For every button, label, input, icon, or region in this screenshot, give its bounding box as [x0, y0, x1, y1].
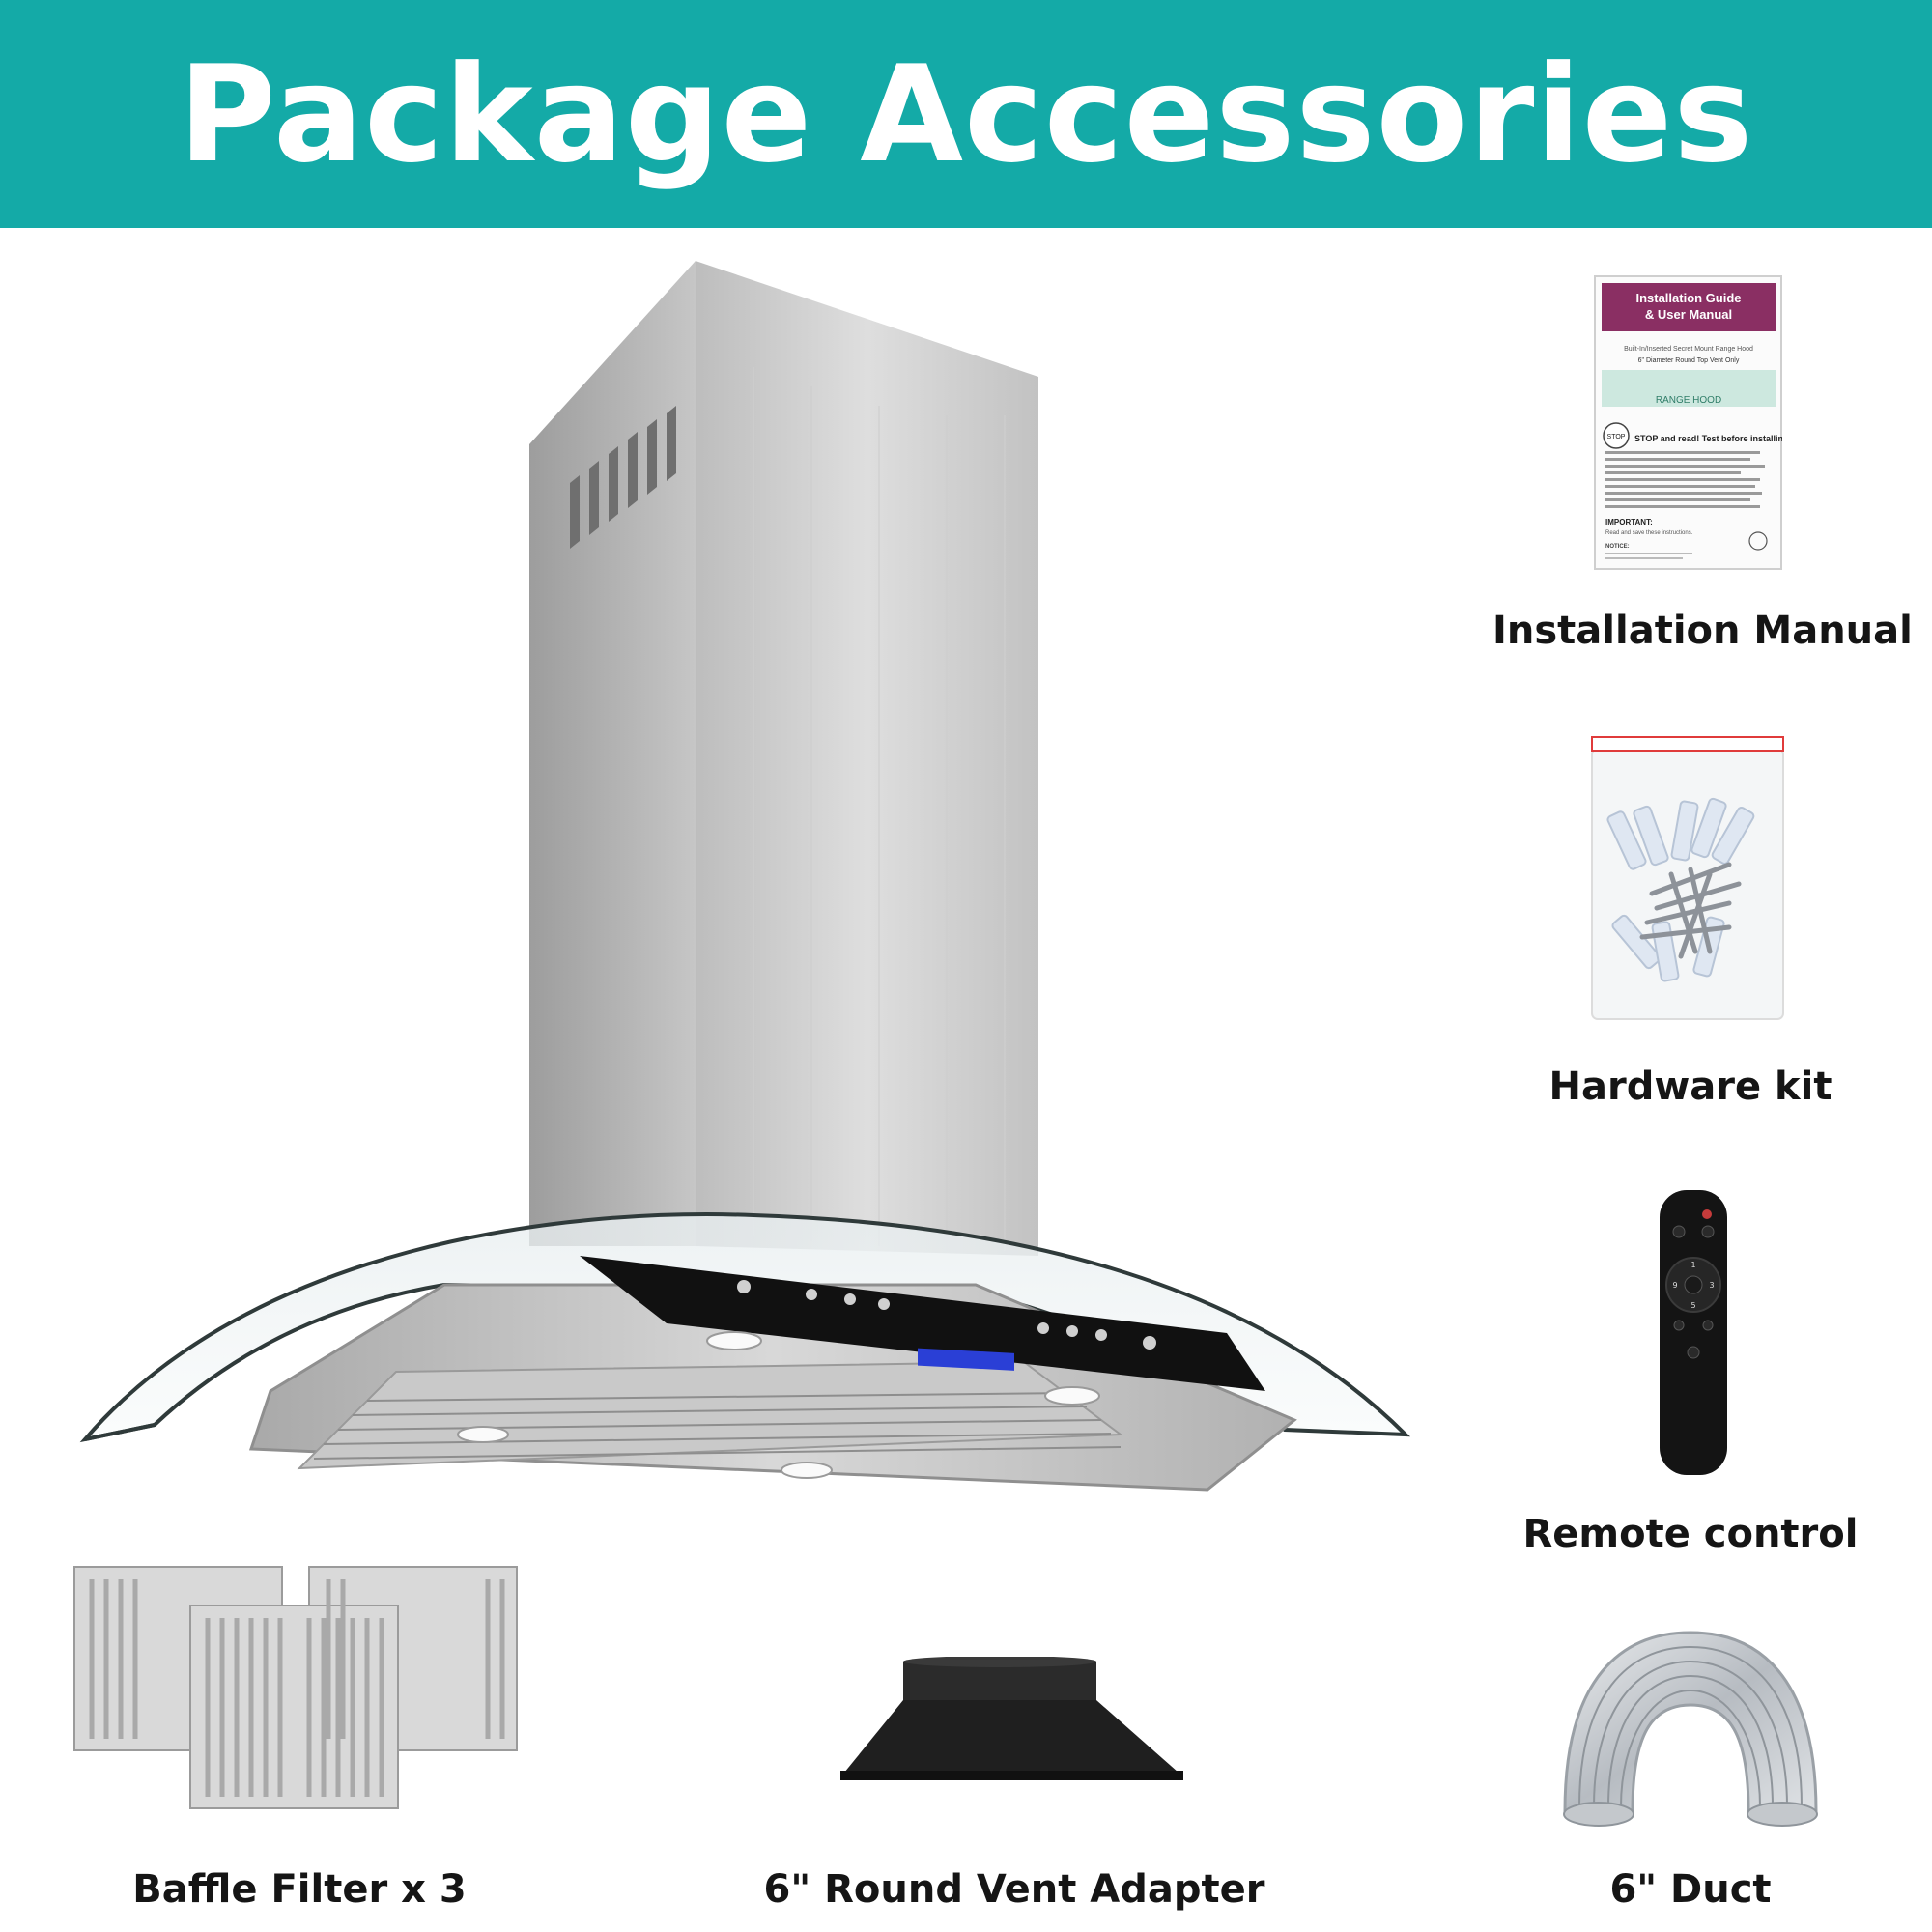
- remote-key-9: 9: [1672, 1281, 1677, 1290]
- duct-image: [1563, 1631, 1818, 1827]
- vent-adapter-label: 6" Round Vent Adapter: [763, 1867, 1265, 1912]
- manual-important: IMPORTANT:: [1605, 518, 1653, 526]
- manual-heading-line1: Installation Guide: [1635, 291, 1741, 305]
- manual-stop-badge: STOP: [1607, 434, 1626, 440]
- range-hood-image: [79, 261, 1411, 1492]
- remote-control-image: 1 9 3 5: [1660, 1190, 1727, 1475]
- installation-manual-label: Installation Manual: [1492, 609, 1913, 653]
- manual-subtitle-line2: 6" Diameter Round Top Vent Only: [1638, 357, 1740, 364]
- manual-heading-line2: & User Manual: [1645, 307, 1732, 322]
- remote-key-3: 3: [1709, 1281, 1714, 1290]
- duct-label: 6" Duct: [1609, 1867, 1772, 1912]
- manual-band: RANGE HOOD: [1656, 395, 1721, 406]
- title-banner: Package Accessories: [0, 0, 1932, 228]
- manual-important-text: Read and save these instructions.: [1605, 530, 1693, 536]
- installation-manual-image: Installation Guide & User Manual Built-I…: [1594, 275, 1782, 570]
- hardware-kit-label: Hardware kit: [1548, 1065, 1833, 1109]
- page-title: Package Accessories: [178, 36, 1754, 192]
- manual-subtitle-line1: Built-In/Inserted Secret Mount Range Hoo…: [1624, 346, 1753, 353]
- vent-adapter-image: [840, 1657, 1183, 1780]
- remote-key-5: 5: [1690, 1301, 1695, 1310]
- remote-control-label: Remote control: [1522, 1512, 1859, 1556]
- hardware-kit-image: [1591, 736, 1784, 1020]
- baffle-filter-label: Baffle Filter x 3: [132, 1867, 467, 1912]
- manual-notice: NOTICE:: [1605, 544, 1630, 550]
- manual-stop-heading: STOP and read! Test before installing: [1634, 434, 1782, 443]
- baffle-filter-image: [73, 1566, 518, 1809]
- remote-key-1: 1: [1690, 1261, 1695, 1269]
